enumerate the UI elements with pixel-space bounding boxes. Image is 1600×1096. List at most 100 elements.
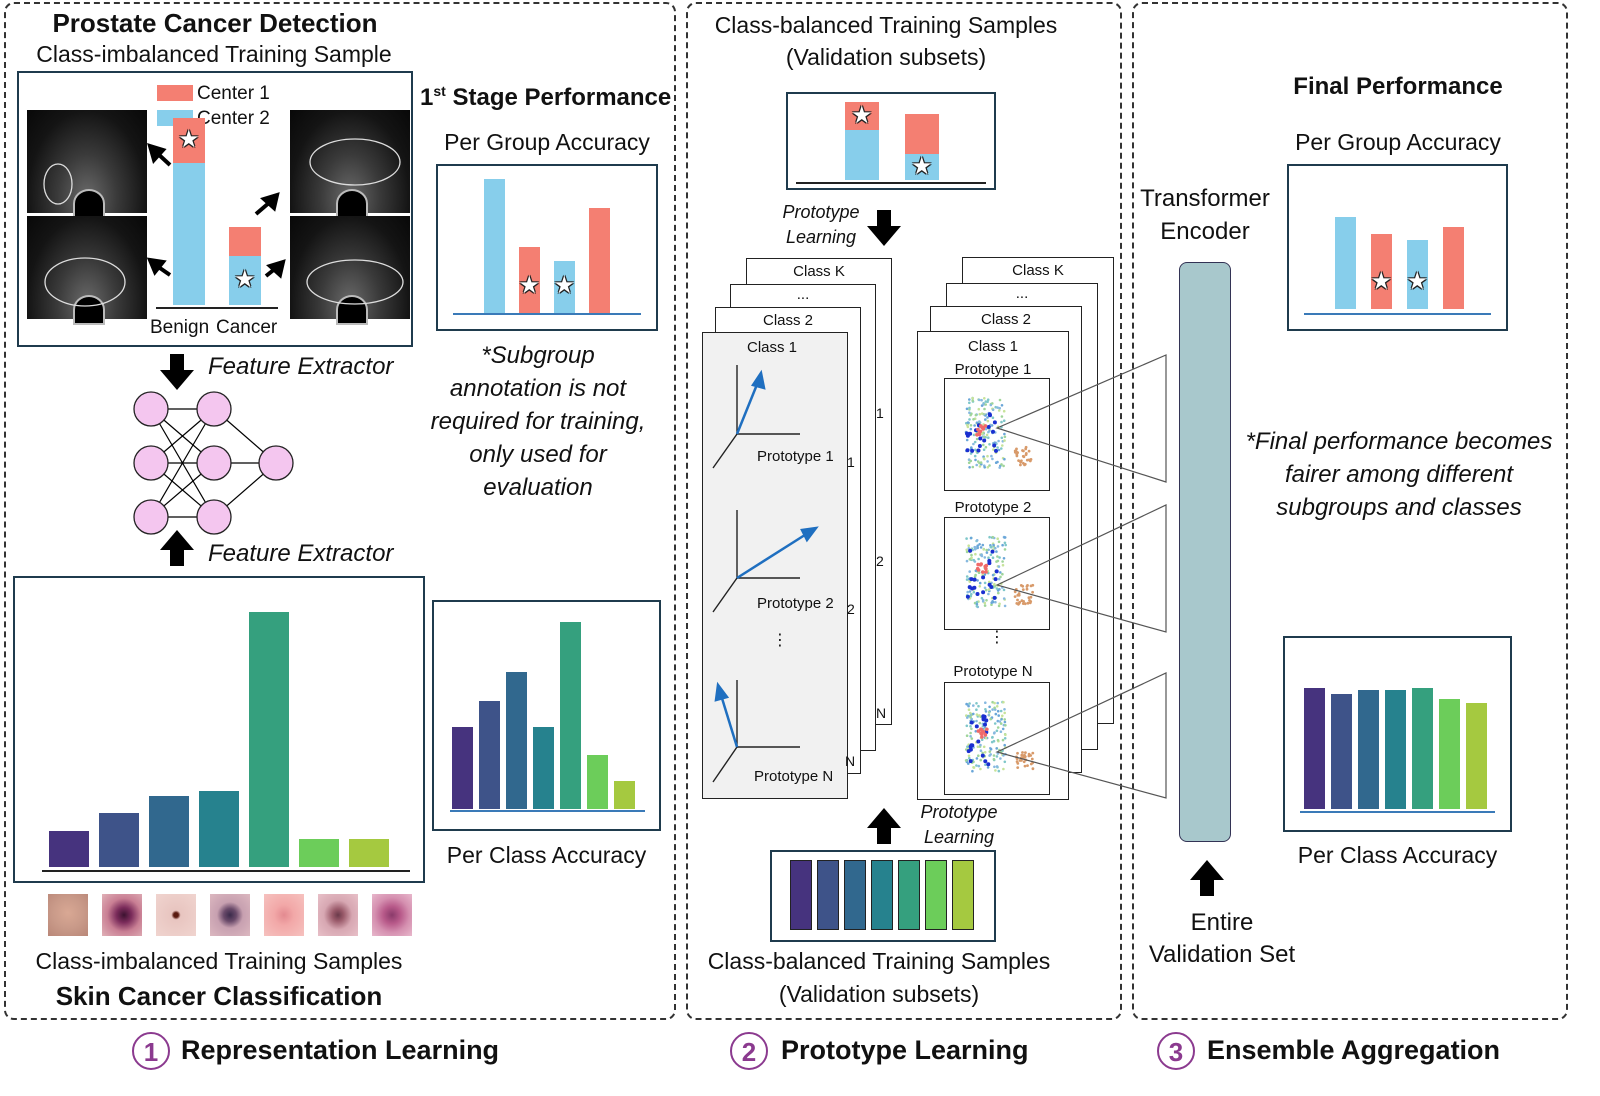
embedding-point xyxy=(1023,602,1027,606)
embedding-point xyxy=(993,706,996,710)
embedding-point xyxy=(1004,543,1007,547)
embedding-point xyxy=(1000,718,1003,721)
encoder-label: Encoder xyxy=(1160,218,1250,245)
embedding-point xyxy=(998,398,1002,402)
embedding-point xyxy=(965,559,969,563)
embedding-point xyxy=(990,454,993,458)
embedding-point xyxy=(996,446,999,449)
embedding-point xyxy=(985,599,988,602)
embedding-point xyxy=(996,555,999,558)
embedding-point xyxy=(1027,449,1031,453)
embedding-point xyxy=(996,726,1000,729)
embedding-point xyxy=(991,708,994,711)
embedding-point xyxy=(1029,584,1033,588)
class-1-label: Class 1 xyxy=(747,339,798,356)
bar xyxy=(1466,702,1487,809)
embedding-point xyxy=(980,753,985,758)
skin-lesion-image xyxy=(264,894,304,936)
embedding-point xyxy=(968,398,971,401)
embedding-point xyxy=(985,551,989,554)
prostate-subtitle: Class-imbalanced Training Sample xyxy=(36,41,392,67)
embedding-point xyxy=(969,452,973,455)
embedding-point xyxy=(975,437,979,441)
embedding-point xyxy=(972,704,975,707)
final-note-line: subgroups and classes xyxy=(1276,494,1522,521)
embedding-point xyxy=(978,714,981,717)
embedding-point xyxy=(972,558,976,562)
embedding-point xyxy=(980,738,984,741)
embedding-point xyxy=(979,749,983,752)
embedding-point xyxy=(993,582,996,586)
subgroup-note-line: *Subgroup xyxy=(481,342,595,369)
embedding-point xyxy=(1001,572,1004,576)
bar-center2 xyxy=(173,162,205,305)
embedding-point xyxy=(987,713,991,717)
embedding-point xyxy=(983,722,987,727)
embedding-point xyxy=(1026,584,1029,587)
bar-center2 xyxy=(229,255,261,305)
embedding-point xyxy=(1002,409,1006,413)
bar-center1 xyxy=(173,117,205,163)
embedding-point xyxy=(983,601,987,605)
embedding-point xyxy=(983,573,987,576)
embedding-point xyxy=(986,766,990,769)
edge-label-2a: 2 xyxy=(876,553,884,569)
embedding-point xyxy=(975,708,978,711)
prototype-learning-bottom-line2: Learning xyxy=(923,827,995,847)
embedding-point xyxy=(976,460,980,463)
embedding-point xyxy=(972,766,975,769)
feature-extractor-label-bottom: Feature Extractor xyxy=(208,540,394,567)
embedding-point xyxy=(975,713,979,716)
validation-top-box xyxy=(786,92,996,190)
embedding-point xyxy=(988,429,991,433)
embedding-point xyxy=(975,421,979,425)
embedding-point xyxy=(976,562,980,567)
embedding-point xyxy=(965,714,968,717)
embedding-point xyxy=(978,585,982,588)
embedding-point xyxy=(1000,420,1003,424)
embedding-point xyxy=(973,454,977,458)
embedding-point xyxy=(980,398,983,402)
star-icon: ★ xyxy=(911,153,933,181)
embedding-point xyxy=(965,724,969,728)
embedding-point xyxy=(975,600,979,604)
embedding-point xyxy=(986,398,990,402)
embedding-point xyxy=(984,445,988,449)
embedding-point xyxy=(976,739,981,744)
embedding-point xyxy=(995,705,999,708)
star-icon: ★ xyxy=(518,272,541,299)
embedding-point xyxy=(988,535,991,539)
bar xyxy=(790,860,812,930)
embedding-point xyxy=(987,592,990,596)
prototype-n-embed-label: Prototype N xyxy=(953,663,1033,680)
embedding-point xyxy=(976,745,980,748)
embedding-point xyxy=(969,459,973,463)
skin-samples-label: Class-imbalanced Training Samples xyxy=(35,948,403,974)
embedding-point xyxy=(977,444,982,448)
prototype-2-embed-label: Prototype 2 xyxy=(954,499,1032,516)
panel-representation-learning xyxy=(4,2,676,1020)
embedding-point xyxy=(1021,449,1024,452)
embedding-point xyxy=(995,747,998,750)
embedding-point xyxy=(970,556,973,560)
embedding-point xyxy=(988,750,992,753)
stage-1-badge: 1 xyxy=(132,1032,170,1070)
bar xyxy=(1371,234,1392,309)
embedding-point xyxy=(970,448,975,453)
embedding-point xyxy=(1017,459,1020,462)
embedding-point xyxy=(967,704,970,708)
embedding-point xyxy=(997,565,1001,568)
embedding-point xyxy=(983,581,987,585)
embedding-point xyxy=(993,441,996,445)
ultrasound-image-2 xyxy=(27,216,147,325)
final-per-class-baseline xyxy=(1300,811,1495,813)
subgroup-note-line: only used for xyxy=(469,441,607,468)
embedding-point xyxy=(979,767,982,771)
final-note-line: fairer among different xyxy=(1284,461,1514,488)
embedding-point xyxy=(968,548,973,553)
embedding-point xyxy=(969,735,972,738)
embedding-point xyxy=(996,719,1000,723)
embedding-point xyxy=(1000,415,1004,418)
prostate-title: Prostate Cancer Detection xyxy=(52,8,378,38)
